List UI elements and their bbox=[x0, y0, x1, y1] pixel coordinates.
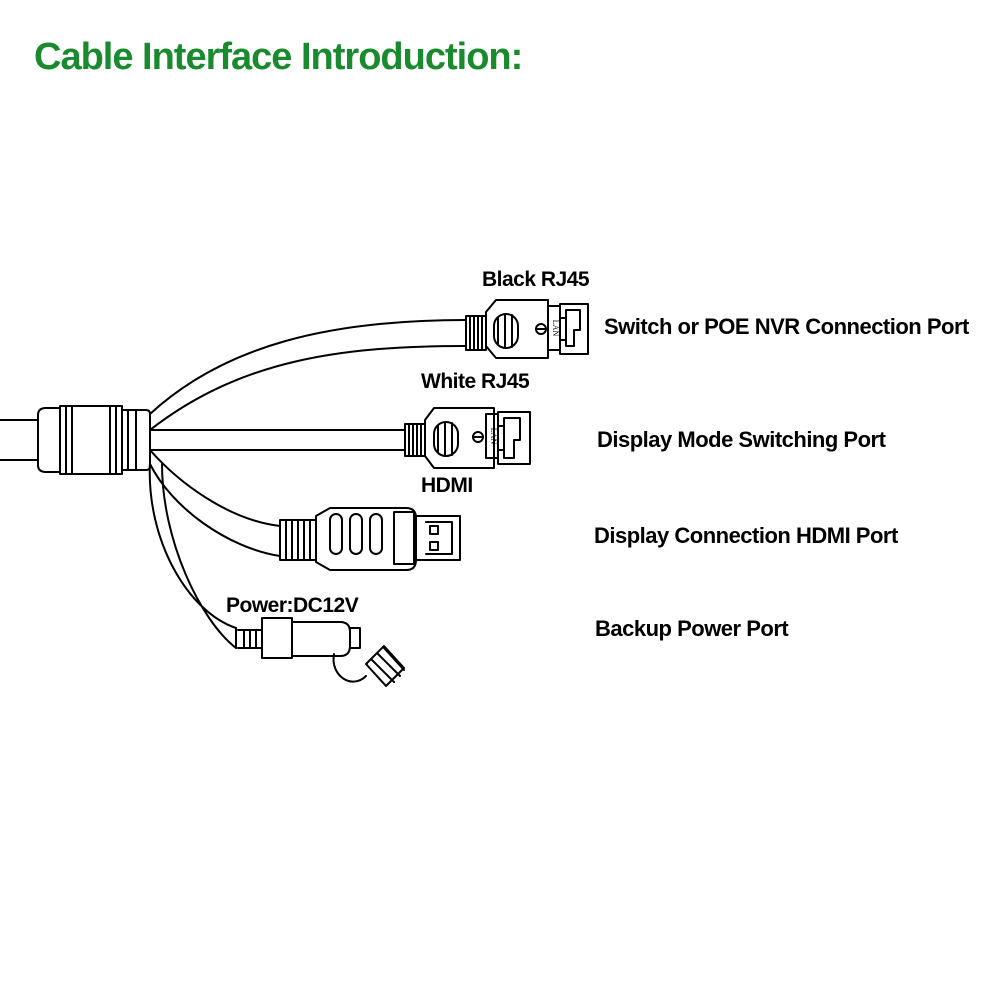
port-display-mode-switching: Display Mode Switching Port bbox=[597, 427, 886, 452]
cable-branches bbox=[148, 319, 467, 649]
main-connector-body bbox=[37, 405, 151, 475]
port-switch-poe-nvr: Switch or POE NVR Connection Port bbox=[604, 314, 969, 339]
black-rj45-plug-icon: LAN bbox=[465, 299, 589, 359]
branch-black-rj45 bbox=[149, 319, 467, 431]
white-rj45-plug-icon: LAN bbox=[404, 407, 531, 469]
page-title: Cable Interface Introduction: bbox=[34, 36, 523, 78]
branch-hdmi bbox=[149, 449, 281, 557]
main-cable bbox=[0, 419, 39, 461]
label-power: Power:DC12V bbox=[226, 594, 359, 617]
dc-jack-icon bbox=[235, 617, 405, 687]
branch-power bbox=[148, 461, 237, 649]
label-white-rj45: White RJ45 bbox=[421, 370, 530, 393]
hdmi-plug-icon bbox=[279, 507, 461, 571]
branch-white-rj45 bbox=[149, 429, 406, 451]
black-rj45-plug-text: LAN bbox=[551, 320, 560, 337]
port-display-hdmi: Display Connection HDMI Port bbox=[594, 523, 898, 548]
white-rj45-plug-text: LAN bbox=[489, 428, 498, 445]
label-hdmi: HDMI bbox=[421, 474, 473, 497]
port-backup-power: Backup Power Port bbox=[595, 616, 789, 641]
label-black-rj45: Black RJ45 bbox=[482, 268, 590, 291]
